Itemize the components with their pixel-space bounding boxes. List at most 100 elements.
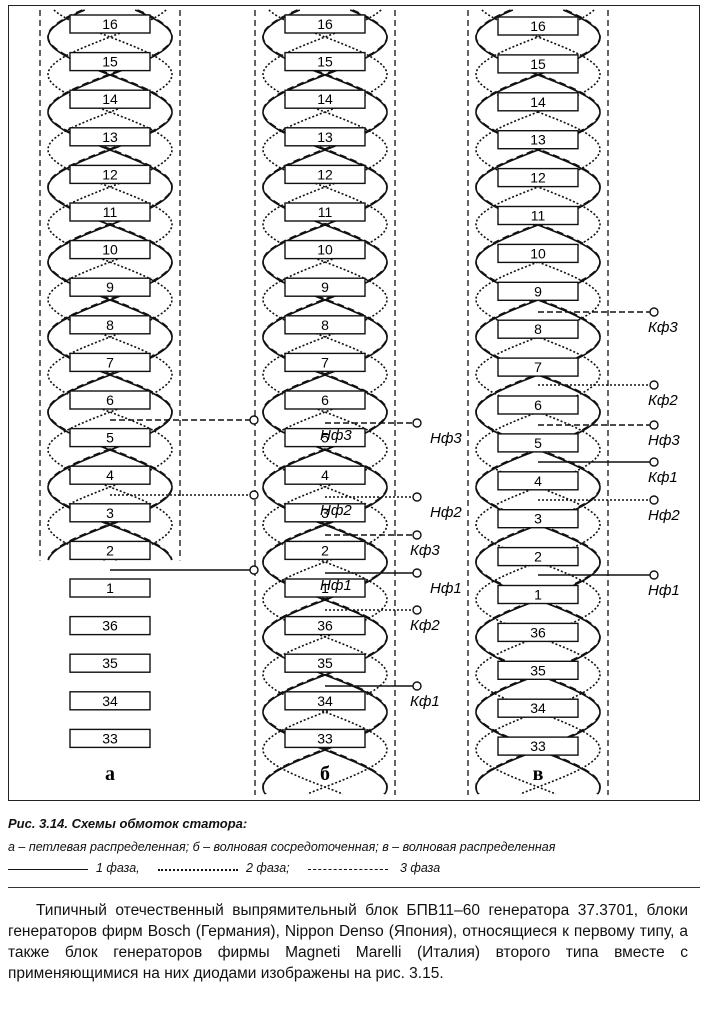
terminal-node: [249, 490, 259, 500]
figure-caption-description: а – петлевая распределенная; б – волнова…: [8, 840, 556, 854]
terminal-label: Нф2: [430, 504, 462, 521]
legend-swatch-phase-3: [308, 869, 388, 870]
legend-swatch-phase-2: [158, 869, 238, 871]
stator-slot: [497, 395, 579, 415]
slot-number: 3: [534, 511, 542, 527]
slot-number: 5: [321, 430, 329, 446]
slot-number: 7: [321, 354, 329, 370]
stator-slot: [284, 51, 366, 72]
slot-number: 13: [102, 129, 118, 145]
slot-number: 3: [106, 505, 114, 521]
stator-slot: [497, 243, 579, 264]
slot-number: 5: [106, 430, 114, 446]
slot-number: 1: [106, 580, 114, 596]
slot-number: 35: [317, 655, 333, 671]
slot-number: 2: [106, 542, 114, 558]
terminal-label: Нф1: [320, 577, 352, 594]
slot-number: 5: [534, 435, 542, 451]
legend: 1 фаза, 2 фаза; 3 фаза: [8, 861, 608, 879]
slot-number: 15: [102, 54, 118, 70]
slot-number: 7: [106, 354, 114, 370]
stator-slot: [497, 54, 579, 74]
terminal-node: [249, 415, 259, 425]
terminal-label: Кф2: [648, 392, 678, 409]
slot-number: 7: [534, 359, 542, 375]
terminal-label: Кф2: [410, 617, 440, 634]
figure-frame: [8, 5, 700, 801]
slot-number: 35: [102, 655, 118, 671]
stator-slot: [69, 728, 151, 749]
slot-number: 11: [531, 208, 546, 224]
stator-slot: [284, 277, 366, 297]
stator-slot: [497, 698, 579, 718]
terminal-node: [412, 530, 422, 540]
stator-slot: [69, 277, 151, 297]
slot-number: 16: [102, 16, 118, 32]
stator-slot: [497, 92, 579, 112]
stator-slot: [284, 390, 366, 410]
stator-slot: [284, 691, 366, 711]
slot-number: 14: [102, 91, 118, 107]
stator-slot: [69, 390, 151, 410]
terminal-label: Нф1: [648, 582, 680, 599]
stator-slot: [497, 660, 579, 680]
stator-slot: [69, 540, 151, 561]
stator-slot: [284, 239, 366, 260]
terminal-node: [649, 570, 659, 580]
slot-number: 4: [106, 467, 114, 483]
slot-number: 36: [530, 624, 546, 640]
terminal-node: [649, 495, 659, 505]
slot-number: 2: [321, 542, 329, 558]
terminal-label: Нф2: [648, 507, 680, 524]
slot-number: 34: [317, 693, 333, 709]
slot-number: 3: [321, 505, 329, 521]
slot-number: 10: [530, 245, 546, 261]
stator-slot: [69, 615, 151, 636]
slot-number: 33: [102, 730, 118, 746]
terminal-label: Кф3: [648, 319, 678, 336]
slot-number: 8: [106, 317, 114, 333]
slot-number: 8: [321, 317, 329, 333]
stator-slot: [284, 465, 366, 485]
stator-slot: [497, 319, 579, 339]
slot-number: 16: [530, 18, 546, 34]
stator-slot: [497, 357, 579, 377]
slot-number: 9: [534, 283, 542, 299]
terminal-node: [649, 457, 659, 467]
panel-label: б: [320, 763, 330, 785]
slot-number: 4: [534, 473, 542, 489]
stator-winding-diagram: 1615141312111098765432136353433161514131…: [39, 9, 680, 795]
stator-slot: [284, 653, 366, 673]
panel-label: в: [533, 763, 544, 785]
terminal-label: Кф1: [410, 693, 440, 710]
slot-number: 34: [102, 693, 118, 709]
stator-slot: [284, 202, 366, 222]
slot-number: 16: [317, 16, 333, 32]
stator-slot: [69, 315, 151, 335]
stator-slot: [69, 164, 151, 185]
stator-slot: [284, 503, 366, 523]
stator-slot: [69, 653, 151, 673]
slot-number: 14: [530, 94, 546, 110]
stator-slot: [69, 51, 151, 72]
slot-number: 36: [102, 618, 118, 634]
slot-number: 34: [530, 700, 546, 716]
stator-slot: [497, 622, 579, 643]
stator-slot: [497, 584, 579, 605]
stator-slot: [284, 578, 366, 598]
stator-slot: [284, 728, 366, 749]
stator-slot: [497, 205, 579, 226]
stator-slot: [69, 202, 151, 222]
stator-slot: [284, 164, 366, 185]
stator-slot: [69, 352, 151, 373]
stator-slot: [497, 281, 579, 301]
stator-slot: [284, 89, 366, 109]
slot-number: 8: [534, 321, 542, 337]
slot-number: 15: [317, 54, 333, 70]
figure-caption-title: Рис. 3.14. Схемы обмоток статора:: [8, 816, 248, 831]
stator-slot: [284, 540, 366, 561]
terminal-node: [412, 681, 422, 691]
slot-number: 2: [534, 549, 542, 565]
terminal-label: Кф3: [410, 542, 440, 559]
stator-slot: [284, 315, 366, 335]
